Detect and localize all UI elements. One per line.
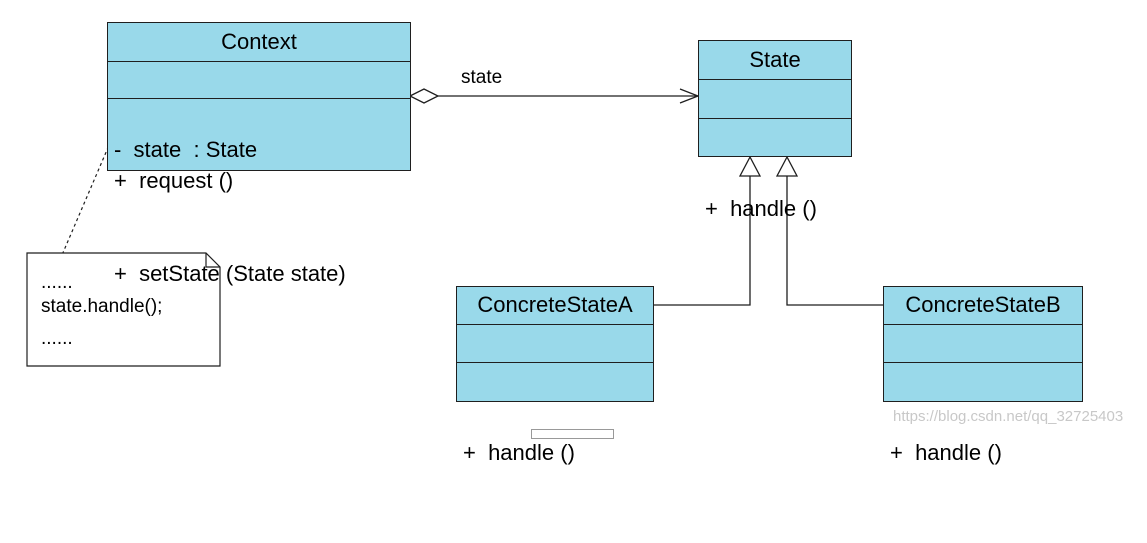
concrete-state-b-operation-handle: + handle () bbox=[890, 440, 1002, 465]
diagram-connectors bbox=[26, 88, 883, 367]
concrete-state-b-operations: + handle () bbox=[884, 363, 1082, 543]
generalization-b-triangle bbox=[775, 155, 799, 177]
note-shape bbox=[26, 252, 221, 367]
concrete-state-b-name: ConcreteStateB bbox=[884, 287, 1082, 325]
note-fold bbox=[205, 253, 220, 268]
generalization-b-line bbox=[786, 176, 883, 306]
context-operation-request: + request () bbox=[114, 168, 234, 193]
state-operation-handle: + handle () bbox=[705, 196, 817, 221]
bottom-edge-fragment bbox=[531, 429, 614, 439]
context-operation-setstate: + setState (State state) bbox=[114, 261, 346, 286]
state-class[interactable]: State + handle () bbox=[698, 40, 852, 221]
context-attribute-state: - state : State bbox=[114, 137, 258, 162]
association-label: state bbox=[461, 67, 503, 88]
concrete-state-a-operations: + handle () bbox=[457, 363, 653, 543]
context-attributes: - state : State bbox=[108, 62, 410, 162]
concrete-state-a-class[interactable]: ConcreteStateA + handle () bbox=[456, 286, 654, 465]
context-class[interactable]: Context - state : State + request () + s… bbox=[107, 22, 411, 286]
concrete-state-a-attributes bbox=[457, 325, 653, 363]
concrete-state-b-attributes bbox=[884, 325, 1082, 363]
watermark-text: https://blog.csdn.net/qq_32725403 bbox=[893, 408, 1124, 425]
note-line-1: ...... bbox=[41, 272, 73, 293]
concrete-state-b-class[interactable]: ConcreteStateB + handle () bbox=[883, 286, 1083, 465]
note-line-2: state.handle(); bbox=[41, 296, 163, 317]
generalization-a-triangle bbox=[738, 155, 762, 177]
note-line-3: ...... bbox=[41, 328, 73, 349]
aggregation-diamond bbox=[408, 88, 440, 104]
context-class-name: Context bbox=[108, 23, 410, 62]
state-operations: + handle () bbox=[699, 119, 851, 299]
generalization-a-line bbox=[653, 176, 751, 306]
context-operations: + request () + setState (State state) bbox=[108, 99, 410, 351]
concrete-state-a-name: ConcreteStateA bbox=[457, 287, 653, 325]
state-class-name: State bbox=[699, 41, 851, 80]
concrete-state-a-operation-handle: + handle () bbox=[463, 440, 575, 465]
state-attributes bbox=[699, 80, 851, 119]
